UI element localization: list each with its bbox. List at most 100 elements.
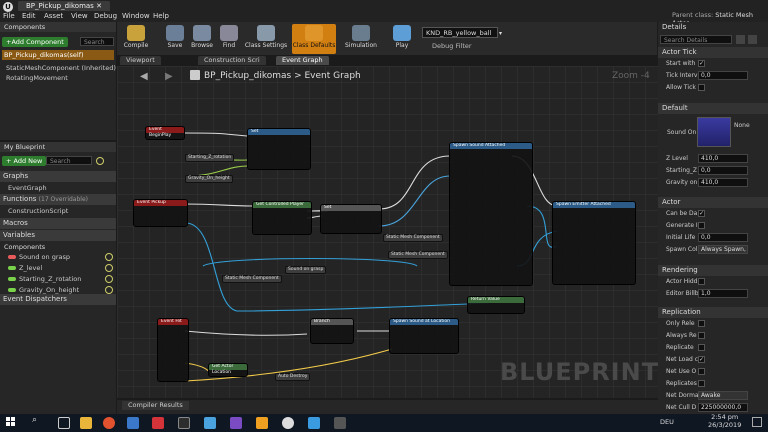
app-icon[interactable]: [178, 417, 190, 429]
details-search-input[interactable]: Search Details: [660, 35, 732, 44]
menu-help[interactable]: Help: [153, 12, 169, 20]
z-level-input[interactable]: 410,0: [698, 154, 748, 163]
node-get-starting-z[interactable]: Starting_Z_rotation: [185, 154, 235, 162]
variable-item[interactable]: Starting_Z_rotation: [8, 274, 112, 284]
component-item-staticmesh[interactable]: StaticMeshComponent (Inherited): [6, 64, 116, 72]
class-defaults-button[interactable]: Class Defaults: [292, 24, 336, 54]
section-rendering[interactable]: Rendering: [658, 265, 768, 276]
component-item-rotating[interactable]: RotatingMovement: [6, 74, 68, 82]
graphs-section[interactable]: Graphs: [0, 171, 116, 182]
forward-arrow-icon[interactable]: ▶: [165, 71, 173, 82]
class-settings-button[interactable]: Class Settings: [244, 24, 288, 54]
sound-asset-value[interactable]: None: [734, 122, 750, 129]
function-item-construction[interactable]: ConstructionScript: [8, 207, 69, 215]
variable-item[interactable]: Sound on grasp: [8, 252, 112, 262]
tab-construction-script[interactable]: Construction Scri: [198, 56, 266, 65]
node-begin-play[interactable]: Event BeginPlay: [145, 126, 185, 140]
sound-asset-thumbnail[interactable]: [697, 117, 731, 147]
tab-event-graph[interactable]: Event Graph: [276, 56, 329, 65]
app-icon[interactable]: [308, 417, 320, 429]
generate-checkbox[interactable]: [698, 222, 705, 229]
node-attach-component[interactable]: Static Mesh Component: [388, 251, 448, 259]
play-button[interactable]: Play: [384, 24, 420, 54]
net-use-owner-checkbox[interactable]: [698, 368, 705, 375]
replicates-checkbox[interactable]: [698, 380, 705, 387]
eye-icon[interactable]: [105, 275, 113, 283]
unreal-taskbar-icon[interactable]: [282, 417, 294, 429]
node-get-player[interactable]: Get Controlled Player: [252, 201, 312, 235]
add-component-button[interactable]: +Add Component: [2, 37, 68, 47]
eye-icon[interactable]: [105, 286, 113, 294]
app-icon[interactable]: [230, 417, 242, 429]
app-icon[interactable]: [334, 417, 346, 429]
app-icon[interactable]: [127, 417, 139, 429]
allow-tick-checkbox[interactable]: [698, 84, 705, 91]
start-with-tick-checkbox[interactable]: ✓: [698, 60, 705, 67]
tick-interval-input[interactable]: 0,0: [698, 71, 748, 80]
node-branch[interactable]: Branch: [310, 318, 354, 344]
node-attach-component[interactable]: Static Mesh Component: [383, 234, 443, 242]
node-auto-destroy[interactable]: Auto Destroy: [275, 373, 311, 381]
macros-section[interactable]: Macros: [0, 218, 116, 229]
tab-viewport[interactable]: Viewport: [120, 56, 161, 65]
spawn-collision-select[interactable]: Always Spawn,: [698, 245, 748, 254]
breadcrumb-root[interactable]: BP_Pickup_dikomas: [204, 71, 292, 81]
graph-item-eventgraph[interactable]: EventGraph: [8, 184, 47, 192]
section-actor[interactable]: Actor: [658, 197, 768, 208]
can-be-damaged-checkbox[interactable]: ✓: [698, 210, 705, 217]
file-explorer-icon[interactable]: [80, 417, 92, 429]
node-set-rotator[interactable]: Set: [247, 128, 311, 170]
save-button[interactable]: Save: [157, 24, 193, 54]
variable-item[interactable]: Z_level: [8, 263, 112, 273]
node-event-pickup[interactable]: Event Pickup: [133, 199, 188, 227]
search-icon[interactable]: ⌕: [32, 415, 38, 425]
node-event-hit[interactable]: Event Hit: [157, 318, 189, 382]
tab-compiler-results[interactable]: Compiler Results: [122, 401, 189, 410]
grid-view-icon[interactable]: [736, 35, 745, 44]
actor-hidden-checkbox[interactable]: [698, 278, 705, 285]
compile-button[interactable]: Compile: [118, 24, 154, 54]
firefox-icon[interactable]: [103, 417, 115, 429]
replicate-checkbox[interactable]: [698, 344, 705, 351]
only-relevant-checkbox[interactable]: [698, 320, 705, 327]
menu-debug[interactable]: Debug: [94, 12, 118, 20]
app-icon[interactable]: [256, 417, 268, 429]
section-replication[interactable]: Replication: [658, 307, 768, 318]
component-item-self[interactable]: BP_Pickup_dikomas(self): [2, 50, 114, 60]
chevron-down-icon[interactable]: ▾: [499, 30, 503, 37]
language-indicator[interactable]: DEU: [660, 418, 674, 426]
menu-view[interactable]: View: [71, 12, 88, 20]
menu-asset[interactable]: Asset: [44, 12, 64, 20]
browse-button[interactable]: Browse: [184, 24, 220, 54]
app-icon[interactable]: [152, 417, 164, 429]
eye-icon[interactable]: [96, 157, 104, 165]
functions-section[interactable]: Functions (17 Overridable): [0, 194, 116, 205]
add-new-button[interactable]: + Add New: [2, 156, 47, 166]
node-set-variable[interactable]: Set: [320, 204, 382, 234]
starting-z-input[interactable]: 0,0: [698, 166, 748, 175]
debug-object-select[interactable]: KND_RB_yellow_ball: [422, 27, 498, 38]
always-relevant-checkbox[interactable]: [698, 332, 705, 339]
document-tab[interactable]: BP_Pickup_dikomas ✕: [18, 1, 110, 11]
node-spawn-emitter[interactable]: Spawn Emitter Attached: [552, 201, 636, 285]
net-load-checkbox[interactable]: ✓: [698, 356, 705, 363]
node-spawn-sound[interactable]: Spawn Sound Attached: [449, 142, 533, 286]
net-dormancy-select[interactable]: Awake: [698, 391, 748, 400]
net-cull-input[interactable]: 225000000,0: [698, 403, 748, 412]
event-dispatchers-section[interactable]: Event Dispatchers: [0, 294, 116, 305]
eye-icon[interactable]: [748, 35, 757, 44]
app-icon[interactable]: [204, 417, 216, 429]
eye-icon[interactable]: [105, 264, 113, 272]
node-return-value[interactable]: Return Value: [467, 296, 525, 314]
menu-edit[interactable]: Edit: [22, 12, 36, 20]
gravity-on-input[interactable]: 410,0: [698, 178, 748, 187]
task-view-icon[interactable]: [58, 417, 70, 429]
components-subsection[interactable]: Components: [4, 243, 46, 251]
eye-icon[interactable]: [105, 253, 113, 261]
initial-life-input[interactable]: 0,0: [698, 233, 748, 242]
menu-window[interactable]: Window: [122, 12, 150, 20]
menu-file[interactable]: File: [3, 12, 15, 20]
notification-icon[interactable]: [752, 417, 762, 427]
editor-billboard-input[interactable]: 1,0: [698, 289, 748, 298]
variables-section[interactable]: Variables: [0, 230, 116, 241]
